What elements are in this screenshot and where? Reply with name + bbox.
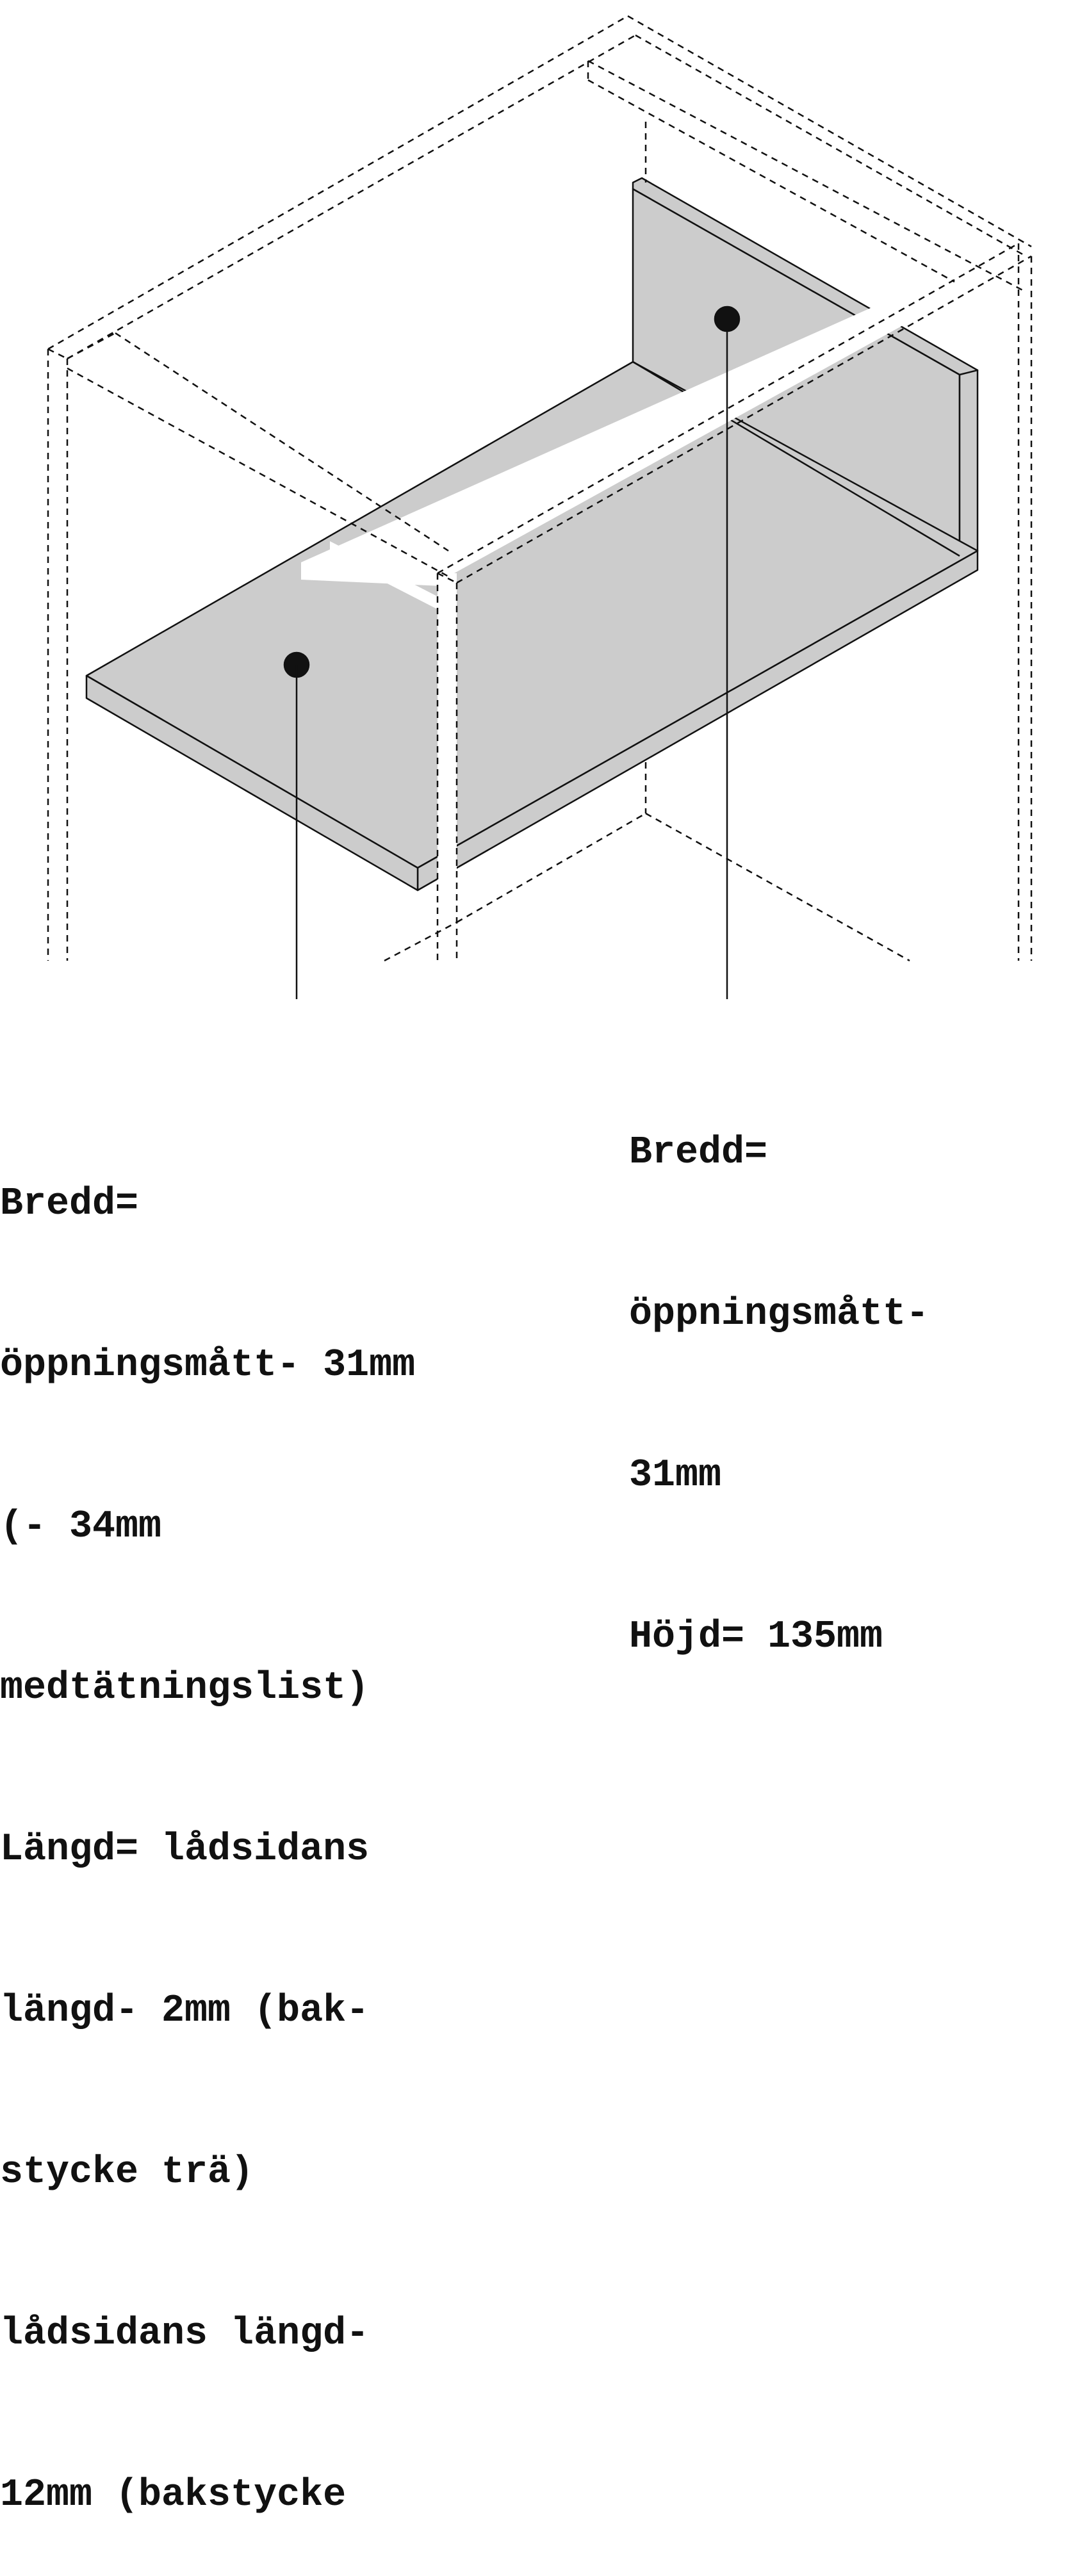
label-line: 12mm (bakstycke — [0, 2474, 347, 2517]
leader-back-panel — [714, 306, 741, 999]
label-line: Bredd= — [629, 1131, 768, 1175]
label-line: lådsidans längd- — [0, 2312, 370, 2356]
drawer-bottom-panel — [85, 361, 979, 892]
label-line: Bredd= — [0, 1182, 139, 1226]
label-line: stycke trä) — [0, 2151, 254, 2194]
drawer-assembly-diagram — [47, 15, 1033, 999]
bottom-panel-dimension-label: Bredd= öppningsmått- 31mm (- 34mm medtät… — [0, 1070, 415, 2576]
label-line: medtätningslist) — [0, 1667, 370, 1710]
leader-bottom-panel — [283, 651, 310, 999]
label-line: öppningsmått- — [629, 1292, 929, 1336]
cabinet-frame-overlay — [301, 243, 1028, 958]
label-line: 31mm — [629, 1454, 722, 1497]
label-line: öppningsmått- 31mm — [0, 1344, 416, 1387]
cabinet-dashed-outline — [47, 15, 1033, 962]
label-line: Längd= lådsidans — [0, 1828, 370, 1871]
back-panel-dimension-label: Bredd= öppningsmått- 31mm Höjd= 135mm — [629, 1018, 929, 1718]
label-line: (- 34mm — [0, 1505, 162, 1549]
label-line: Höjd= 135mm — [629, 1615, 883, 1659]
label-line: längd- 2mm (bak- — [0, 1989, 370, 2033]
